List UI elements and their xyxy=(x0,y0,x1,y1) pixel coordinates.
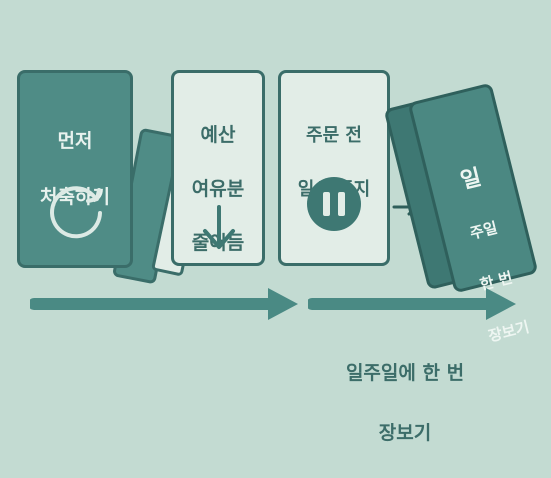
budget-label: 예산 여유분 줄어듬 xyxy=(174,95,262,284)
budget-line2: 여유분 xyxy=(191,178,245,200)
arrow-down-icon xyxy=(203,205,235,249)
save-first-line1: 먼저 xyxy=(57,130,93,152)
save-first-label: 먼저 처축하기 xyxy=(20,99,130,239)
long-arrow-right-icon xyxy=(308,288,516,320)
budget-line1: 예산 xyxy=(200,124,236,146)
pause-order-line1: 주문 전 xyxy=(306,125,362,146)
pause-icon xyxy=(307,177,361,231)
refresh-icon xyxy=(50,186,102,239)
budget-card: 예산 여유분 줄어듬 xyxy=(171,70,265,266)
bottom-caption: 일주일에 한 번 장보기 xyxy=(315,328,495,478)
book-line1: 일 xyxy=(458,165,484,195)
save-first-line2: 처축하기 xyxy=(40,186,110,208)
book-line2: 주일 xyxy=(468,218,500,243)
caption-line2: 장보기 xyxy=(378,422,432,444)
pause-order-card: 주문 전 일시 중지 xyxy=(278,70,390,266)
caption-line1: 일주일에 한 번 xyxy=(345,362,465,384)
long-arrow-left-icon xyxy=(30,288,298,320)
save-first-card: 먼저 처축하기 xyxy=(17,70,133,268)
